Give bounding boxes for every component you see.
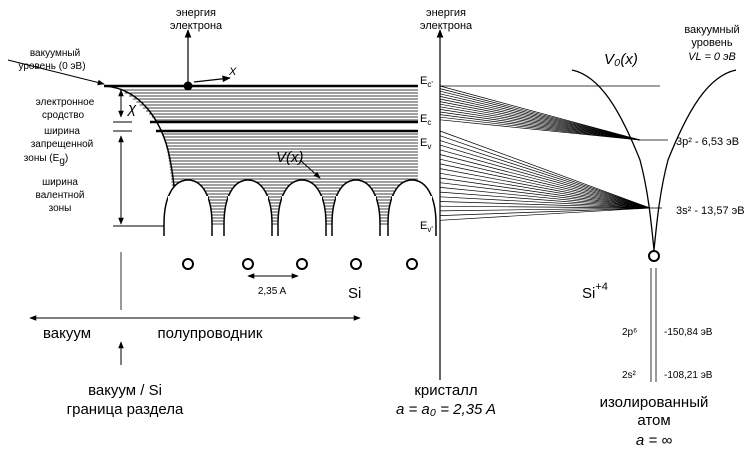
atom-circle [242,258,254,270]
potential-label: V(x) [276,149,304,166]
fan-line [439,207,651,216]
atomic-potential-wells [163,179,437,236]
fan-line [439,103,641,141]
level-2s-energy: -108,21 эВ [664,370,713,381]
si-label: Si [348,285,361,302]
fan-line [439,144,651,209]
ion-circle [648,250,660,262]
fan-line [439,205,651,209]
band-gap-label-1: ширина [44,126,80,137]
interface-label-1: вакуум / Si [88,382,162,399]
fan-line [439,93,641,141]
chi-symbol: χ [126,100,137,117]
well-interior [228,196,268,236]
fan-line [439,106,641,141]
fan-line [439,135,651,209]
valence-width-label-1: ширина [42,177,78,188]
well-interior [392,196,432,236]
well-interior [168,196,208,236]
level-2p-name: 2p⁶ [622,327,637,338]
level-label-ev: Ev [420,137,431,151]
fan-line [439,85,641,141]
vacuum-region-label: вакуум [43,325,91,342]
atom-circle [406,258,418,270]
fan-line [439,207,651,221]
fan-line [439,111,641,141]
fan-line [439,172,651,209]
atom-row [182,258,418,270]
ion-label: Si+4 [582,281,608,302]
level-2p-energy: -150,84 эВ [664,327,713,338]
left-energy-axis-label-1: энергия [176,7,216,19]
x-direction-arrow [193,75,231,83]
valence-width-label-3: зоны [49,203,72,214]
fan-line [439,114,641,141]
fan-line [439,98,641,141]
fan-line [439,158,651,209]
atom-circle [350,258,362,270]
atom-circle [296,258,308,270]
middle-energy-axis-label-2: электрона [420,20,473,32]
fan-line [439,88,641,141]
v0-label: V₀(x) [604,51,638,68]
isolated-atom-label-1: изолированный [600,394,709,411]
right-vacuum-label-2: уровень [691,37,733,49]
interface-label-2: граница раздела [67,401,184,418]
fan-line [439,201,651,209]
fan-line [439,191,651,209]
affinity-label-1: электронное [36,97,95,108]
level-label-ec-prime: Ec' [420,75,433,89]
fan-line [439,163,651,209]
level-label-ev-prime: Ev' [420,220,433,234]
fan-line [439,182,651,209]
middle-energy-axis-label-1: энергия [426,7,466,19]
fan-line [439,96,641,141]
fan-line [439,149,651,209]
level-3s-label: 3s² - 13,57 эВ [676,205,745,217]
fan-line [439,130,651,209]
affinity-label-2: сродство [42,110,85,121]
fan-line [439,154,651,209]
fan-line [439,187,651,209]
fan-line [439,116,641,141]
fan-line [439,168,651,209]
spacing-label: 2,35 A [258,286,287,297]
vacuum-level-arrow [7,59,105,86]
fan-line [439,119,641,141]
band-gap-label-2: запрещенной [31,139,94,150]
valence-width-label-2: валентной [36,190,85,201]
electron-dot [183,81,193,91]
fan-line [439,177,651,209]
well-interior [336,196,376,236]
band-to-level-fan [439,85,651,221]
band-gap-label-3: зоны (Eg) [24,153,68,167]
isolated-atom-label-2: атом [637,412,670,429]
level-label-ec: Ec [420,113,431,127]
atom-circle [182,258,194,270]
level-2s-name: 2s² [622,370,637,381]
level-3p-label: 3p² - 6,53 эВ [676,136,739,148]
fan-line [439,109,641,141]
fan-line [439,196,651,209]
fan-line [439,90,641,141]
potential-label-arrow [299,159,321,179]
right-vacuum-label-1: вакуумный [684,24,739,36]
semiconductor-region-label: полупроводник [158,325,263,342]
fan-line [439,101,641,141]
right-vacuum-label-3: VL = 0 эВ [688,51,736,63]
fan-line [439,207,651,212]
isolated-atom-label-3: a = ∞ [636,432,672,449]
crystal-label: кристалл [414,382,477,399]
fan-line [439,140,651,209]
well-interior [282,196,322,236]
x-symbol: X [228,66,237,78]
lattice-constant-label: a = a₀ = 2,35 A [396,401,496,418]
vacuum-level-label-2: уровень (0 эВ) [18,61,85,72]
atomic-potential-curve [571,69,737,251]
left-energy-axis-label-2: электрона [170,20,223,32]
vacuum-level-label-1: вакуумный [30,48,80,59]
